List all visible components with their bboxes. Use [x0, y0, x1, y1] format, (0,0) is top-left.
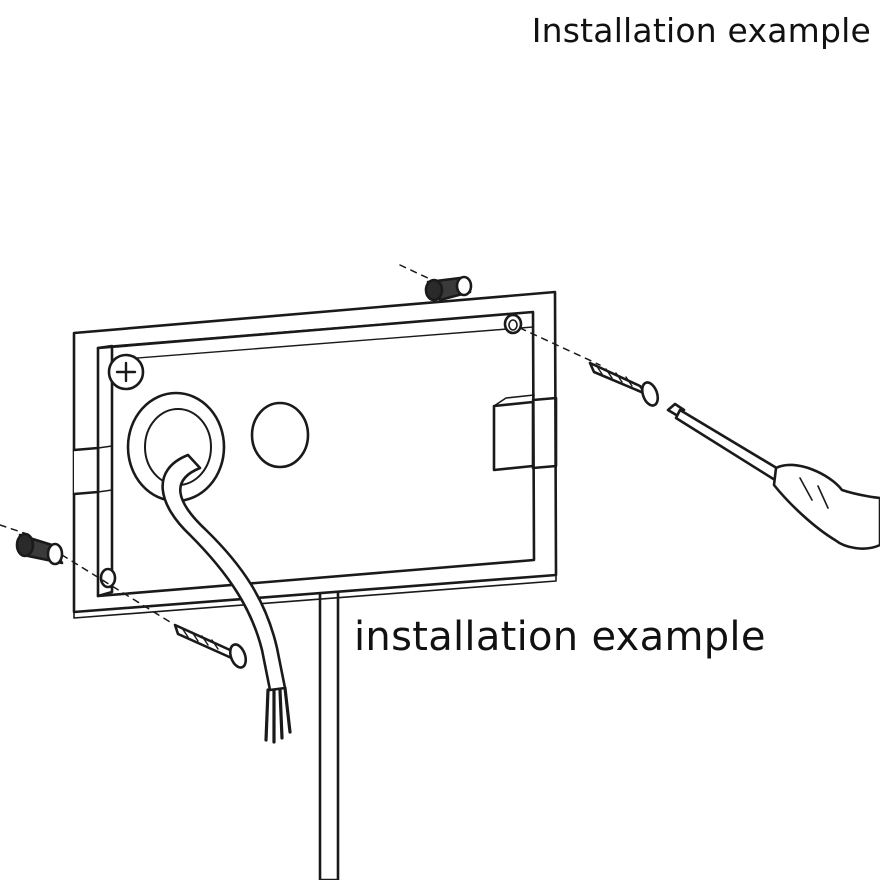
wall-plug-top [424, 275, 473, 302]
cable [161, 453, 292, 744]
conduit-pipe [318, 588, 340, 882]
screw-hole-bottom-left [99, 567, 117, 589]
screwdriver [666, 402, 880, 550]
knockout-hole [250, 401, 310, 469]
corner-screw-top-left [107, 353, 145, 391]
mounting-screw-right [588, 361, 660, 407]
screw-hole-top-right [503, 313, 523, 335]
caption-top: Installation example [531, 11, 871, 50]
wall-plug-left [15, 532, 64, 566]
caption-middle: installation example [354, 614, 766, 660]
mounting-screw-left [173, 623, 248, 669]
